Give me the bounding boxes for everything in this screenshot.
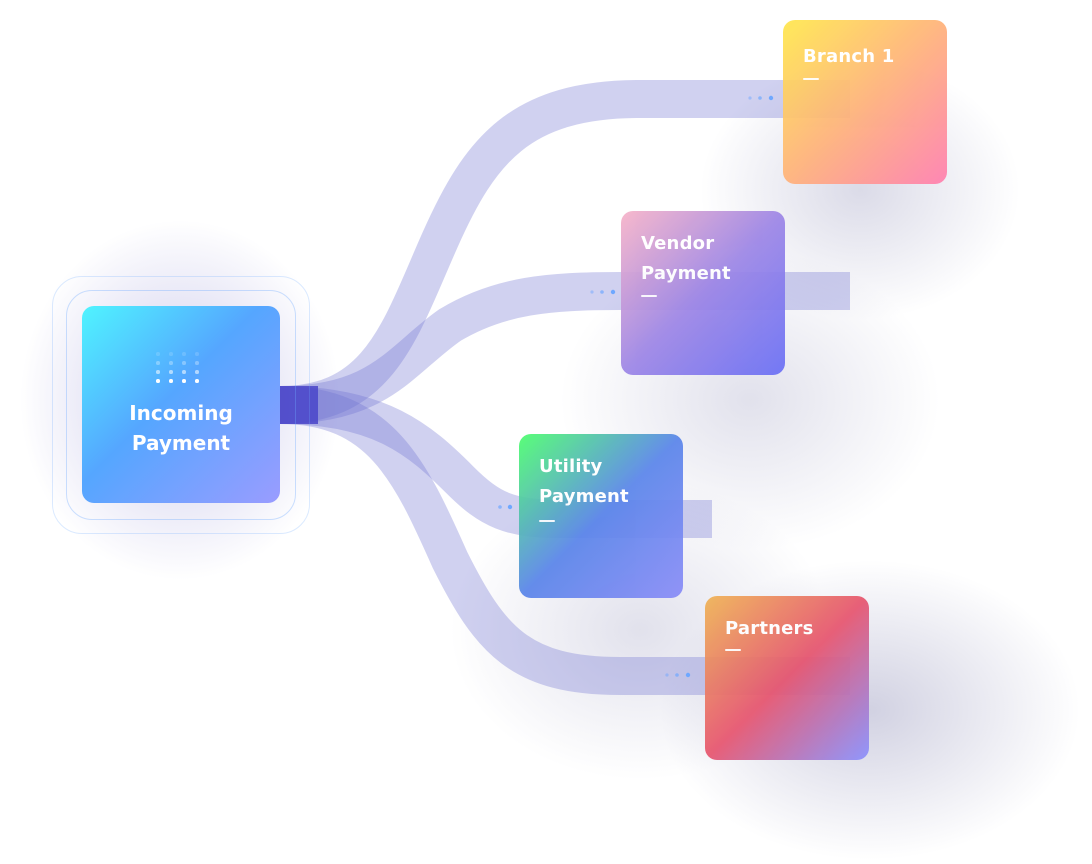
dot	[169, 361, 173, 365]
dash-marker	[641, 295, 657, 297]
dot	[768, 95, 774, 101]
dot	[156, 352, 160, 356]
dot	[169, 352, 173, 356]
dot	[758, 96, 762, 100]
dot	[156, 370, 160, 374]
dot	[195, 361, 199, 365]
target-label-utility-payment: Utility Payment	[539, 456, 629, 507]
dot	[600, 290, 604, 294]
target-node-branch-1[interactable]: Branch 1	[783, 20, 947, 184]
dot	[590, 290, 594, 294]
dot	[182, 361, 186, 365]
dot	[169, 379, 173, 383]
flow-to-branch-1	[279, 80, 850, 424]
dot	[498, 505, 502, 509]
flow-to-partners	[279, 386, 850, 695]
source-inner-ring	[66, 290, 296, 520]
target-node-partners[interactable]: Partners	[705, 596, 869, 760]
dot	[182, 370, 186, 374]
dash-marker	[539, 520, 555, 522]
dot	[507, 504, 513, 510]
dot	[685, 672, 691, 678]
dot	[156, 361, 160, 365]
dash-marker	[803, 78, 819, 80]
target-label-vendor-payment: Vendor Payment	[641, 233, 731, 284]
dot	[195, 379, 199, 383]
target-node-utility-payment[interactable]: Utility Payment	[519, 434, 683, 598]
flow-dots	[498, 95, 774, 678]
target-label-partners: Partners	[725, 618, 814, 639]
dot	[195, 352, 199, 356]
dot	[748, 96, 752, 100]
source-label: Incoming Payment	[129, 401, 233, 455]
flow-core	[278, 386, 318, 424]
dot-grid-icon	[154, 352, 202, 388]
dot	[610, 289, 616, 295]
dot	[169, 370, 173, 374]
dot	[182, 352, 186, 356]
flow-to-vendor-payment	[279, 272, 850, 424]
dot	[156, 379, 160, 383]
dot	[665, 673, 669, 677]
dot	[182, 379, 186, 383]
source-outer-ring	[52, 276, 310, 534]
dot	[675, 673, 679, 677]
target-label-branch-1: Branch 1	[803, 46, 895, 67]
target-node-vendor-payment[interactable]: Vendor Payment	[621, 211, 785, 375]
dot	[195, 370, 199, 374]
source-node-incoming-payment[interactable]: Incoming Payment	[82, 306, 280, 503]
dash-marker	[725, 649, 741, 651]
